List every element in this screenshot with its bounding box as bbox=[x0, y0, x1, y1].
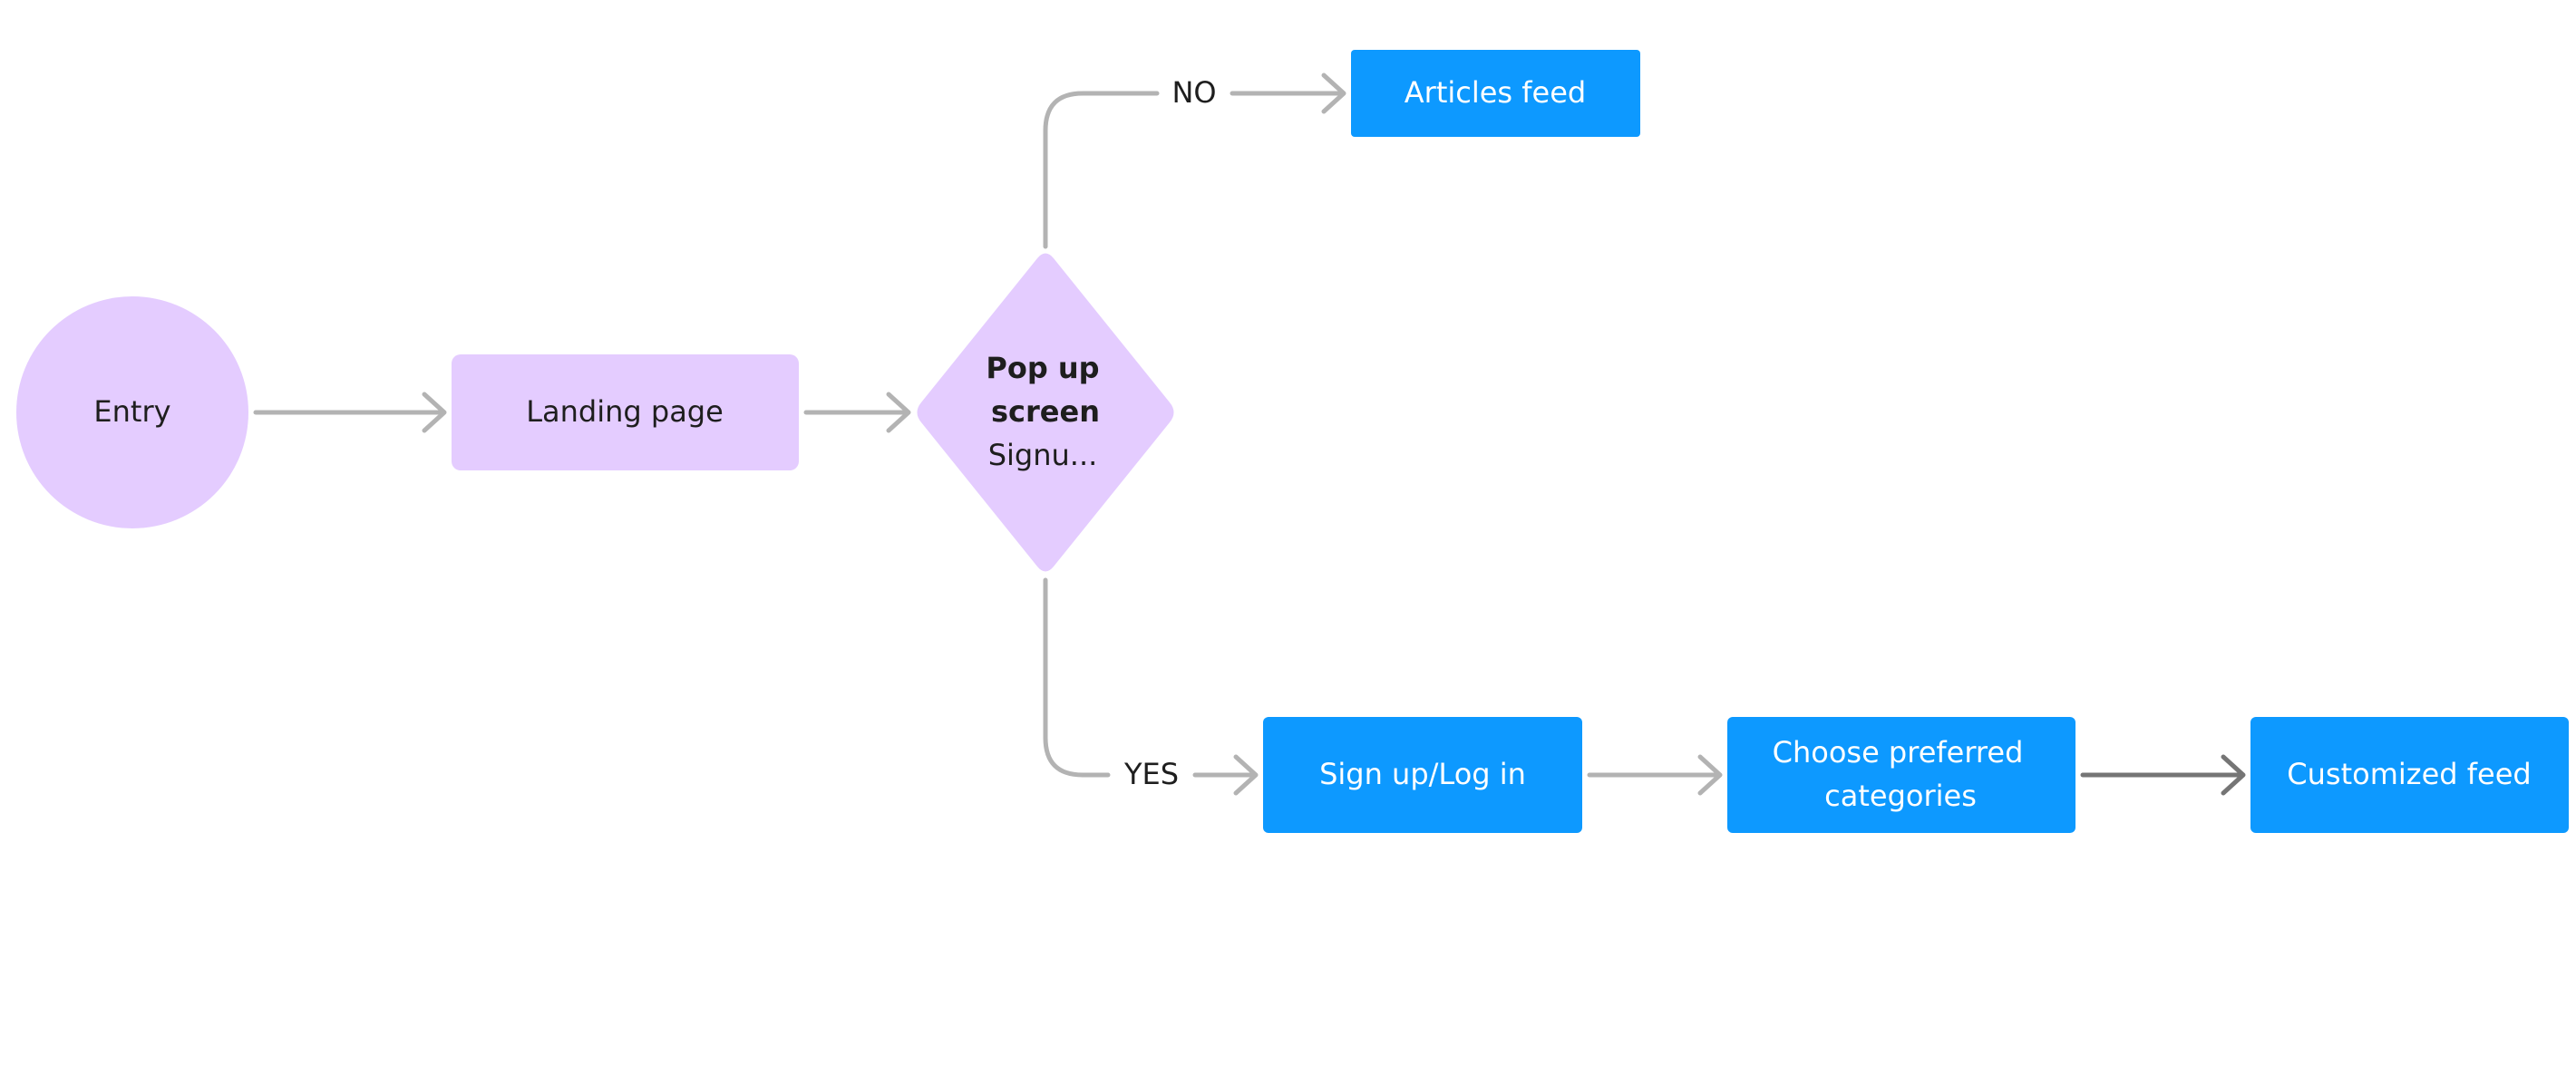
node-sign-up-log-in[interactable]: Sign up/Log in bbox=[1263, 717, 1582, 833]
choose-categories-shape bbox=[1727, 717, 2075, 833]
node-popup-screen[interactable]: Pop up screen Signu... bbox=[917, 253, 1174, 572]
node-customized-feed-label: Customized feed bbox=[2287, 757, 2531, 791]
customized-feed-shape bbox=[2250, 717, 2569, 833]
entry-circle-shape bbox=[16, 296, 248, 528]
connector-sign-up-to-categories bbox=[1587, 754, 1723, 796]
connector-categories-to-customized-feed bbox=[2080, 754, 2246, 796]
node-popup-title-line2: screen bbox=[991, 394, 1100, 429]
node-landing-page[interactable]: Landing page bbox=[452, 354, 799, 470]
popup-diamond-shape bbox=[917, 253, 1174, 572]
node-entry[interactable]: Entry bbox=[16, 296, 248, 528]
node-customized-feed[interactable]: Customized feed bbox=[2250, 717, 2569, 833]
connector-popup-to-sign-up bbox=[1043, 577, 1259, 796]
node-entry-label: Entry bbox=[93, 394, 170, 429]
connector-popup-to-articles-feed bbox=[1043, 73, 1346, 249]
node-popup-title-line1: Pop up bbox=[986, 351, 1099, 385]
node-choose-preferred-categories[interactable]: Choose preferred categories bbox=[1727, 717, 2075, 833]
connector-entry-to-landing bbox=[253, 392, 447, 433]
node-popup-subtitle: Signu... bbox=[988, 438, 1098, 472]
node-landing-page-label: Landing page bbox=[526, 394, 724, 429]
node-choose-categories-label-line1: Choose preferred bbox=[1773, 735, 2024, 770]
edge-label-yes: YES bbox=[1123, 757, 1179, 791]
node-articles-feed-label: Articles feed bbox=[1405, 75, 1586, 110]
landing-page-shape bbox=[452, 354, 799, 470]
node-articles-feed[interactable]: Articles feed bbox=[1351, 50, 1640, 137]
connector-landing-to-popup bbox=[803, 392, 911, 433]
articles-feed-shape bbox=[1351, 50, 1640, 137]
node-choose-categories-label-line2: categories bbox=[1824, 779, 1977, 813]
sign-up-shape bbox=[1263, 717, 1582, 833]
node-sign-up-label: Sign up/Log in bbox=[1319, 757, 1526, 791]
edge-label-no: NO bbox=[1171, 75, 1216, 110]
